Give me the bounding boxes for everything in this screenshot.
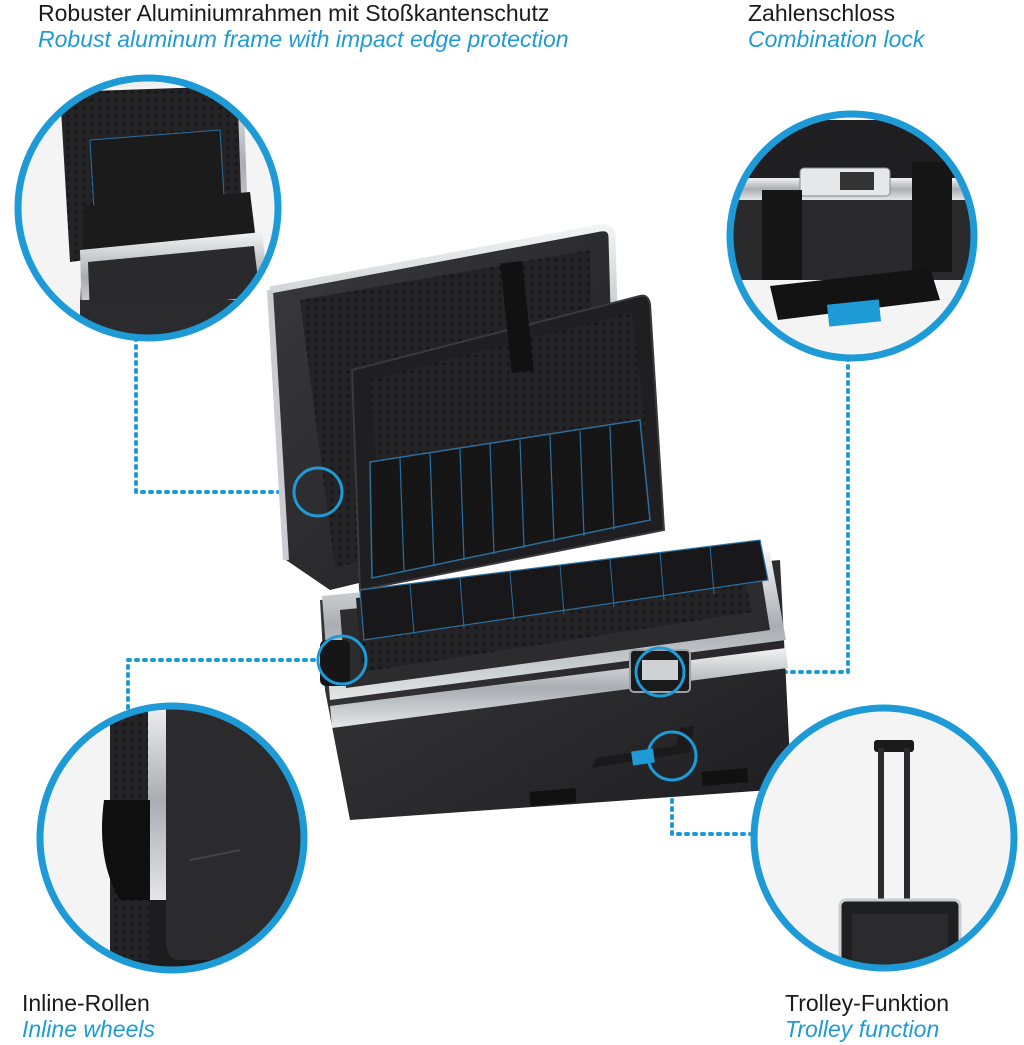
highlight-lock [634, 646, 686, 698]
detail-frame-image [18, 78, 278, 338]
detail-frame-ring [14, 74, 282, 342]
leader-frame [134, 336, 300, 494]
detail-trolley-ring [750, 704, 1018, 972]
frame-callout: Robuster Aluminiumrahmen mit Stoßkantens… [38, 0, 569, 53]
frame-label-en: Robust aluminum frame with impact edge p… [38, 26, 569, 53]
detail-lock-ring [726, 110, 978, 362]
trolley-label-de: Trolley-Funktion [785, 990, 950, 1016]
lock-label-en: Combination lock [748, 26, 925, 53]
leader-wheels [126, 658, 320, 710]
highlight-circles [292, 466, 698, 782]
wheels-callout: Inline-Rollen Inline wheels [22, 990, 155, 1043]
trolley-callout: Trolley-Funktion Trolley function [785, 990, 949, 1043]
wheels-label-de: Inline-Rollen [22, 990, 150, 1016]
highlight-handle [646, 730, 698, 782]
detail-lock-image [730, 114, 974, 358]
detail-wheels-ring [36, 702, 308, 974]
leader-lock [686, 356, 850, 674]
detail-trolley-image [754, 708, 1014, 968]
trolley-label-en: Trolley function [785, 1016, 940, 1043]
lock-label-de: Zahlenschloss [748, 0, 896, 26]
wheels-label-en: Inline wheels [22, 1016, 155, 1043]
main-case [267, 224, 790, 820]
detail-wheels-image [40, 706, 304, 970]
highlight-wheel [316, 634, 368, 686]
highlight-frame [292, 466, 344, 518]
frame-label-de: Robuster Aluminiumrahmen mit Stoßkantens… [38, 0, 550, 26]
lock-callout: Zahlenschloss Combination lock [748, 0, 924, 53]
